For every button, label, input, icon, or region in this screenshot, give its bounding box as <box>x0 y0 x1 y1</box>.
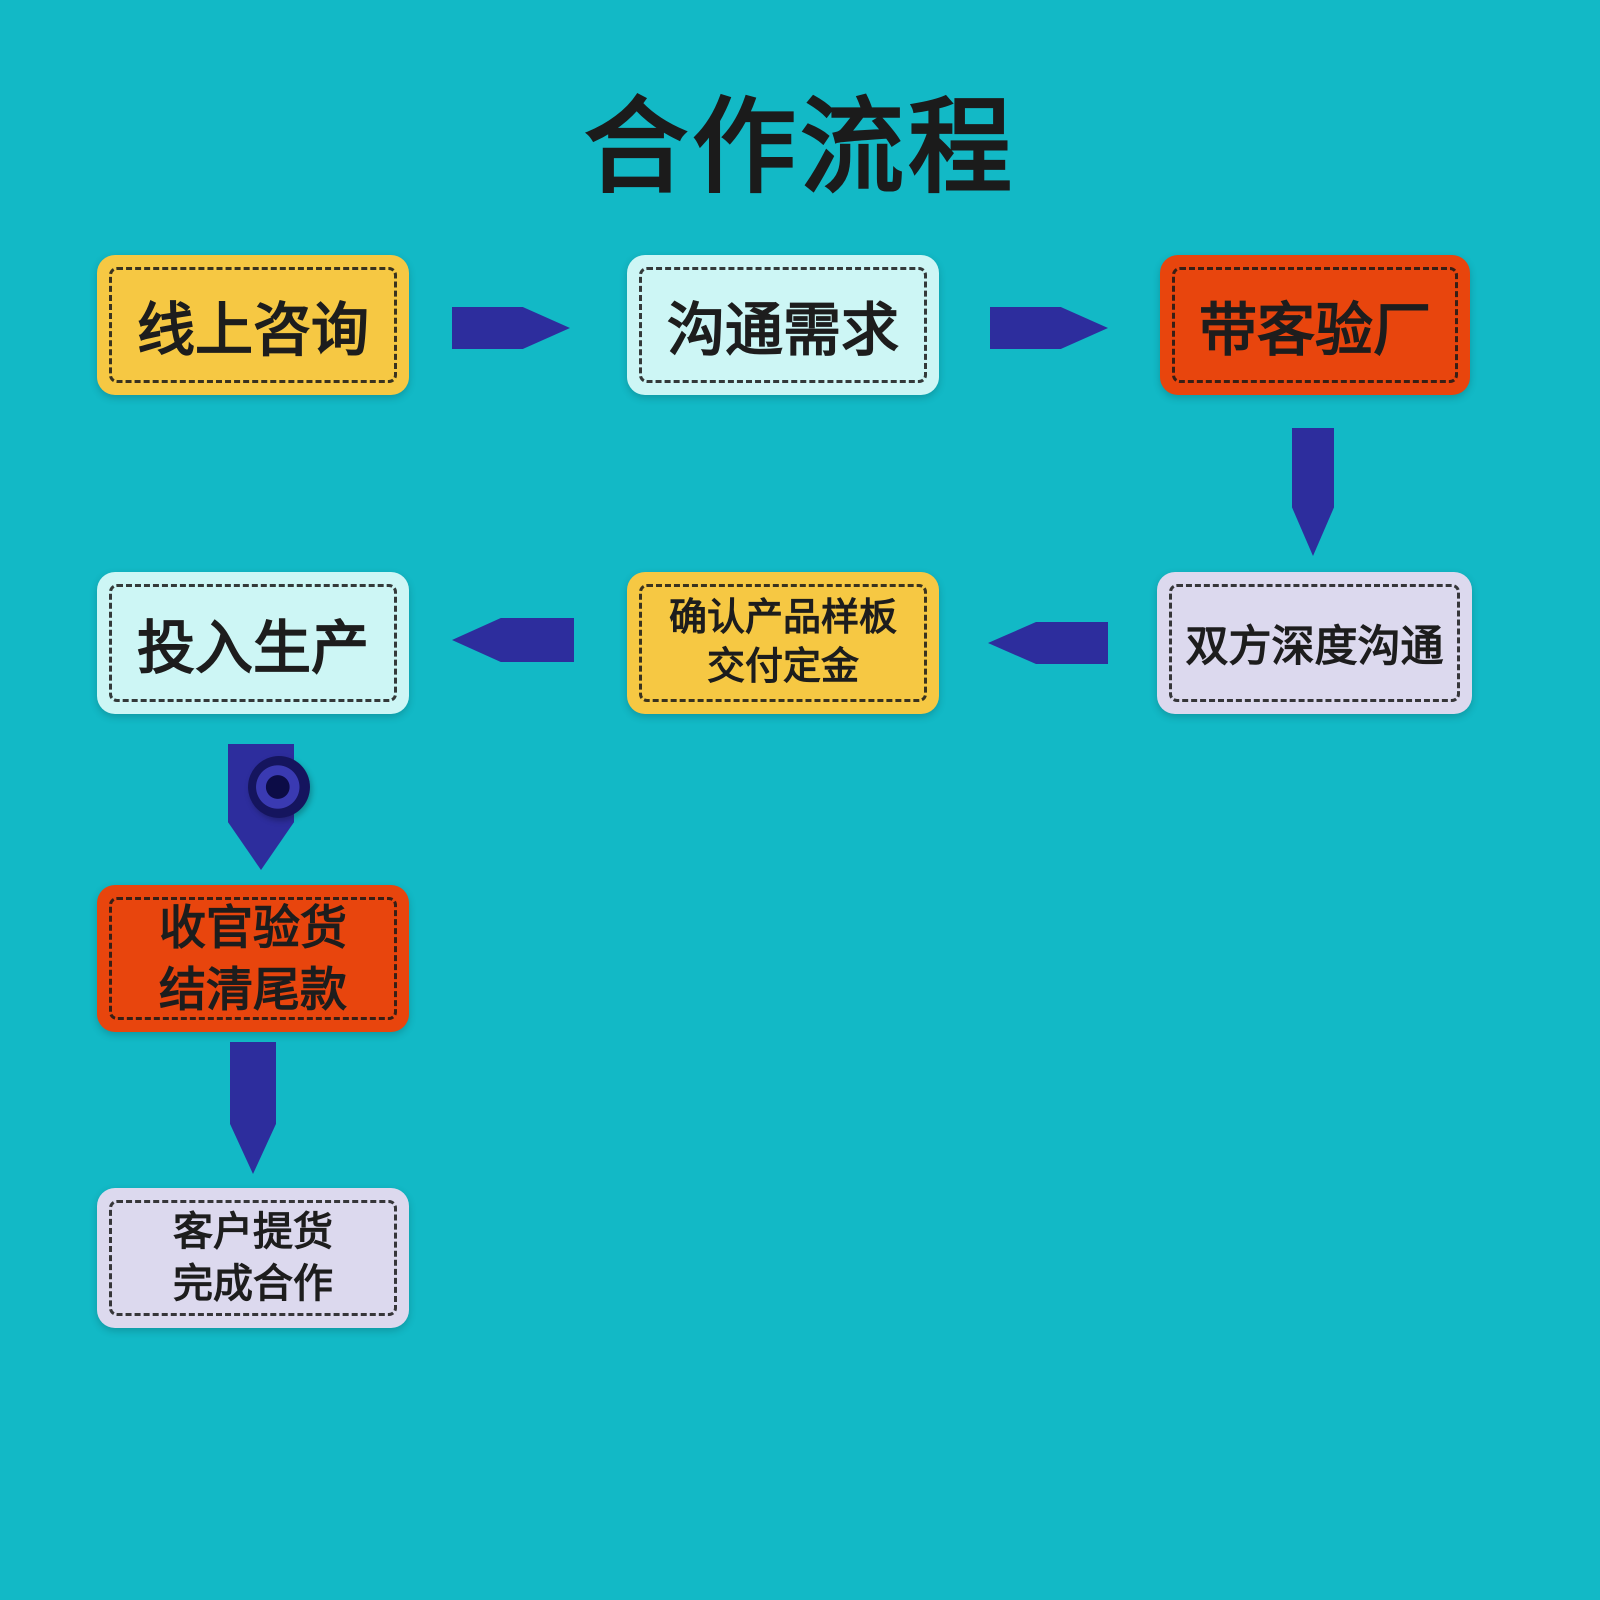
arrow-left-icon <box>452 618 574 662</box>
node-label-line1: 收官验货 <box>159 901 347 955</box>
node-label-line2: 完成合作 <box>173 1262 333 1306</box>
node-final-inspection-balance: 收官验货 结清尾款 <box>97 885 409 1032</box>
arrow-roll-decoration <box>248 756 310 818</box>
arrow-left-icon <box>988 622 1108 664</box>
node-confirm-sample-deposit: 确认产品样板 交付定金 <box>627 572 939 714</box>
node-label-line1: 确认产品样板 <box>668 596 897 639</box>
arrow-right-icon <box>990 307 1108 349</box>
node-label: 沟通需求 <box>666 298 899 363</box>
node-label: 双方深度沟通 <box>1185 623 1444 671</box>
node-label: 带客验厂 <box>1198 298 1431 363</box>
page-title: 合作流程 <box>583 90 1016 206</box>
node-deep-communication: 双方深度沟通 <box>1157 572 1472 714</box>
node-label: 投入生产 <box>136 616 369 681</box>
node-pickup-complete: 客户提货 完成合作 <box>97 1188 409 1328</box>
arrow-down-icon <box>230 1042 276 1174</box>
node-online-consult: 线上咨询 <box>97 255 409 395</box>
arrow-down-icon <box>1292 428 1334 556</box>
node-label-line2: 结清尾款 <box>159 962 347 1016</box>
node-label-line2: 交付定金 <box>706 646 859 688</box>
node-communicate-needs: 沟通需求 <box>627 255 939 395</box>
arrow-right-icon <box>452 307 570 349</box>
node-factory-visit: 带客验厂 <box>1160 255 1470 395</box>
node-label-line1: 客户提货 <box>173 1210 333 1254</box>
node-label: 线上咨询 <box>136 298 369 363</box>
node-start-production: 投入生产 <box>97 572 409 714</box>
